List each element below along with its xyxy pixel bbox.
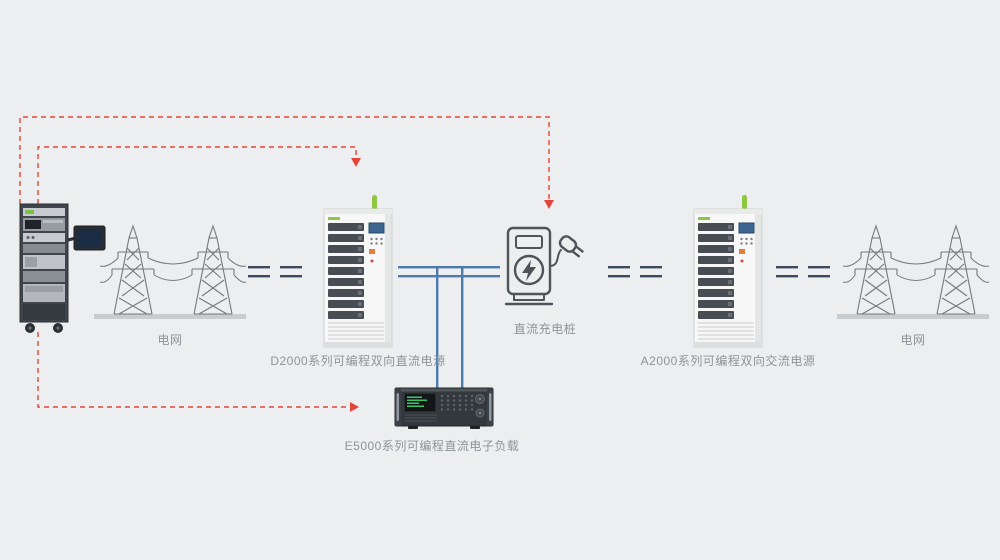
- label-grid-left: 电网: [157, 333, 183, 347]
- bus-link-symbols: [248, 266, 830, 278]
- dashed-signal-paths: [19, 116, 550, 408]
- arrow-right-load: [350, 402, 359, 412]
- test-system-rack: [19, 203, 106, 333]
- dc-bus-network: [398, 266, 500, 388]
- load-buttons: [440, 394, 474, 411]
- load-display-text-lines: [407, 396, 427, 407]
- arrow-down-dc-source: [351, 158, 361, 167]
- signal-path-to-charger: [19, 116, 550, 204]
- label-ac-source: A2000系列可编程双向交流电源: [640, 354, 816, 368]
- label-dc-charger: 直流充电桩: [513, 322, 577, 336]
- signal-path-to-dc-source: [37, 146, 357, 204]
- label-dc-load: E5000系列可编程直流电子负载: [344, 439, 520, 453]
- ev-charger-icon: [504, 226, 584, 306]
- ac-power-supply-cabinet: [693, 194, 763, 348]
- label-grid-right: 电网: [900, 333, 926, 347]
- label-dc-source: D2000系列可编程双向直流电源: [270, 354, 446, 368]
- dc-power-supply-cabinet: [323, 194, 393, 348]
- electronic-load-device: [394, 387, 494, 429]
- signal-path-to-load: [37, 332, 350, 408]
- power-grid-right: [837, 226, 989, 319]
- signal-arrowheads: [350, 158, 554, 412]
- plug-icon: [558, 235, 584, 258]
- power-grid-left: [94, 226, 246, 319]
- arrow-down-charger: [544, 200, 554, 209]
- charger-cable: [549, 249, 562, 267]
- lightning-bolt-icon: [522, 260, 536, 281]
